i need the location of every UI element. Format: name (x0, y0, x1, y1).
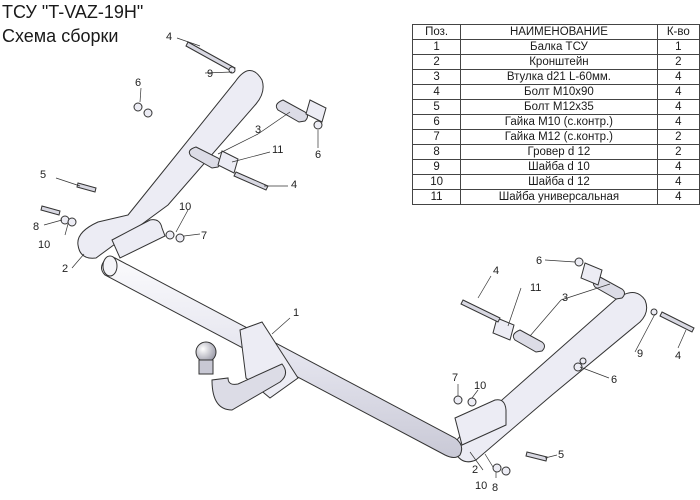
cell-pos: 2 (411, 54, 462, 70)
cell-qty: 4 (656, 189, 700, 205)
hitch-ball (195, 341, 217, 363)
cell-pos: 5 (411, 99, 462, 115)
callout-5: 5 (40, 169, 46, 181)
cell-qty: 4 (656, 69, 700, 85)
hitch-arm (211, 363, 286, 411)
cell-qty: 2 (656, 54, 700, 70)
cell-qty: 4 (656, 99, 700, 115)
cell-qty: 2 (656, 144, 700, 160)
callout-5: 5 (558, 449, 564, 461)
header-qty: К-во (656, 24, 700, 40)
cell-pos: 9 (411, 159, 462, 175)
cell-qty: 4 (656, 174, 700, 190)
callout-8: 8 (33, 221, 39, 233)
callout-6: 6 (135, 77, 141, 89)
callout-9: 9 (207, 68, 213, 80)
callout-4: 4 (291, 179, 297, 191)
cell-pos: 11 (411, 189, 462, 205)
diagram-title: ТСУ "T-VAZ-19H" (2, 2, 144, 22)
callout-4: 4 (166, 31, 172, 43)
callout-labels: 1 2 2 3 3 4 4 4 4 5 5 6 6 6 6 7 7 8 8 9 … (33, 31, 681, 494)
cell-name: Балка ТСУ (460, 39, 658, 55)
cell-name: Болт М10х90 (460, 84, 658, 100)
cell-name: Болт М12х35 (460, 99, 658, 115)
cell-name: Кронштейн (460, 54, 658, 70)
cell-pos: 7 (411, 129, 462, 145)
callout-11: 11 (530, 282, 541, 294)
cell-name: Втулка d21 L-60мм. (460, 69, 658, 85)
cell-pos: 1 (411, 39, 462, 55)
callout-2: 2 (472, 464, 478, 476)
diagram-subtitle: Схема сборки (2, 26, 119, 46)
callout-6: 6 (611, 374, 617, 386)
cell-qty: 4 (656, 114, 700, 130)
header-pos: Поз. (411, 24, 462, 40)
cell-pos: 8 (411, 144, 462, 160)
callout-7: 7 (201, 230, 207, 242)
callout-10: 10 (475, 480, 487, 492)
callout-10: 10 (38, 239, 50, 251)
callout-10: 10 (474, 380, 486, 392)
callout-3: 3 (562, 292, 568, 304)
callout-7: 7 (452, 372, 458, 384)
cell-name: Шайба d 10 (460, 159, 658, 175)
cell-pos: 3 (411, 69, 462, 85)
callout-8: 8 (492, 482, 498, 494)
callout-3: 3 (255, 124, 261, 136)
cell-name: Шайба универсальная (460, 189, 658, 205)
cell-name: Гайка М10 (с.контр.) (460, 114, 658, 130)
callout-4: 4 (493, 265, 499, 277)
callout-10: 10 (179, 201, 191, 213)
cell-qty: 4 (656, 159, 700, 175)
cell-name: Гровер d 12 (460, 144, 658, 160)
left-bracket (77, 70, 264, 259)
callout-9: 9 (637, 348, 643, 360)
callout-6: 6 (315, 149, 321, 161)
header-name: НАИМЕНОВАНИЕ (460, 24, 658, 40)
callout-1: 1 (293, 307, 299, 319)
cell-qty: 4 (656, 84, 700, 100)
cell-name: Шайба d 12 (460, 174, 658, 190)
table-header-row: Поз. НАИМЕНОВАНИЕ К-во (411, 24, 700, 40)
right-plate (454, 399, 507, 446)
cell-pos: 6 (411, 114, 462, 130)
callout-11: 11 (272, 144, 283, 156)
cell-qty: 2 (656, 129, 700, 145)
cell-qty: 1 (656, 39, 700, 55)
right-bracket (454, 292, 648, 463)
cell-name: Гайка М12 (с.контр.) (460, 129, 658, 145)
cell-pos: 10 (411, 174, 462, 190)
cell-pos: 4 (411, 84, 462, 100)
callout-2: 2 (62, 263, 68, 275)
callout-6: 6 (536, 255, 542, 267)
callout-4: 4 (675, 350, 681, 362)
